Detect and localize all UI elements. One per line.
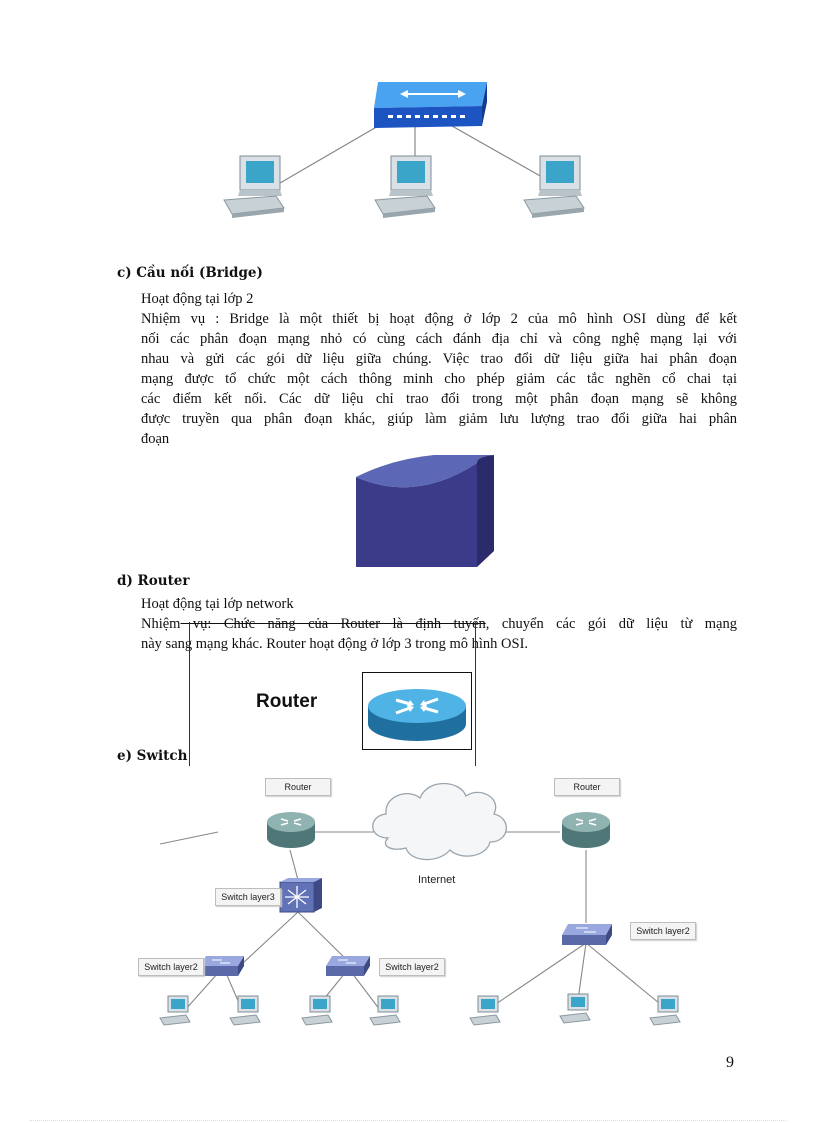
router-caption: Router <box>256 691 318 712</box>
router-line: Hoạt động tại lớp network <box>141 596 294 612</box>
router-line: Nhiệm vụ: Chức năng của Router là định t… <box>141 614 737 634</box>
bridge-line: được truyền qua phân đoạn khác, giúp làm… <box>141 411 737 427</box>
computer-icon <box>523 155 585 218</box>
cloud-icon <box>372 783 507 861</box>
computer-icon <box>369 995 401 1026</box>
computer-icon <box>159 995 191 1026</box>
bridge-line: các điểm kết nối. Các dữ liệu chỉ trao đ… <box>141 391 737 407</box>
router-icon <box>562 812 610 848</box>
computer-icon <box>301 995 333 1026</box>
diagram-label-switch-l2-left: Switch layer2 <box>138 958 204 976</box>
diagram-label-internet: Internet <box>418 874 456 886</box>
vertical-rule <box>475 622 476 766</box>
hub-network-diagram <box>223 82 585 218</box>
computer-icon <box>223 155 285 218</box>
diagram-label-switch-l2-mid: Switch layer2 <box>379 958 445 976</box>
switch-network-diagram <box>159 783 681 1026</box>
diagram-label-switch-l3: Switch layer3 <box>215 888 281 906</box>
diagram-label-router-right: Router <box>554 778 620 796</box>
router-line-prefix: Nhiệm <box>141 616 181 632</box>
switch-icon <box>562 924 612 945</box>
router-icon <box>362 672 472 750</box>
computer-icon <box>559 993 591 1024</box>
switch-icon <box>200 956 244 976</box>
bridge-heading: c) Cầu nối (Bridge) <box>117 265 263 281</box>
bridge-line: Nhiệm vụ : Bridge là một thiết bị hoạt đ… <box>141 311 737 327</box>
switch-layer3-icon <box>279 878 322 913</box>
vertical-rule <box>189 622 190 766</box>
page-number: 9 <box>726 1054 734 1071</box>
bridge-line: mạng được tổ chức một cách thông minh ch… <box>141 371 737 387</box>
router-icon <box>267 812 315 848</box>
router-line: này sang mạng khác. Router hoạt động ở l… <box>141 636 529 652</box>
router-line-struck: vụ: Chức năng của Router là định tuyến <box>180 616 486 632</box>
bridge-line: Hoạt động tại lớp 2 <box>141 291 254 307</box>
computer-icon <box>229 995 261 1026</box>
switch-heading: e) Switch <box>117 748 188 764</box>
router-line-suffix: , chuyển các gói dữ liệu từ mạng <box>485 616 737 632</box>
computer-icon <box>649 995 681 1026</box>
diagram-label-router-left: Router <box>265 778 331 796</box>
bridge-line: đoạn <box>141 431 170 447</box>
bridge-icon <box>356 455 494 567</box>
switch-icon <box>326 956 370 976</box>
bridge-line: nhau và gửi các gói dữ liệu giữa chúng. … <box>141 351 737 367</box>
footer-rule <box>30 1120 786 1121</box>
diagram-label-switch-l2-right: Switch layer2 <box>630 922 696 940</box>
computer-icon <box>469 995 501 1026</box>
router-heading: d) Router <box>117 573 190 589</box>
diagram-links <box>159 831 666 1011</box>
bridge-line: nối các phân đoạn mạng nhỏ có cùng cách … <box>141 331 737 347</box>
hub-icon <box>374 82 487 128</box>
computer-icon <box>374 155 436 218</box>
